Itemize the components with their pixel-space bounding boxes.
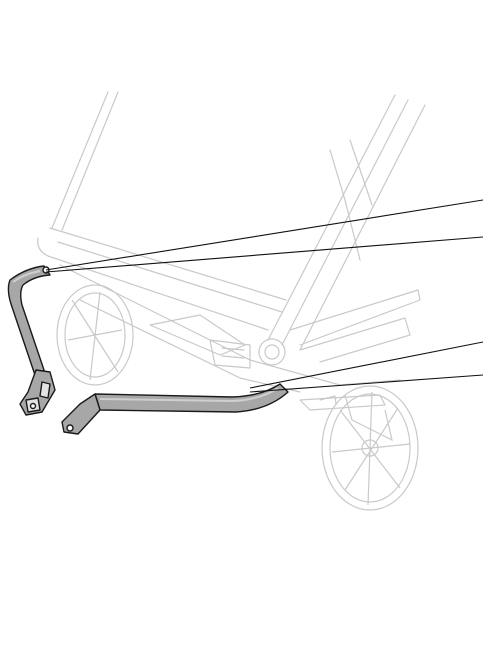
leader-line-1 [45, 199, 483, 271]
wheels [56, 284, 419, 511]
leader-line-2 [45, 236, 483, 273]
bar-left [7, 265, 56, 416]
bar-right [61, 383, 289, 435]
stroller-frame [37, 91, 426, 411]
leader-lines [45, 199, 483, 393]
leader-line-3 [249, 341, 483, 389]
leader-line-4 [249, 374, 483, 393]
